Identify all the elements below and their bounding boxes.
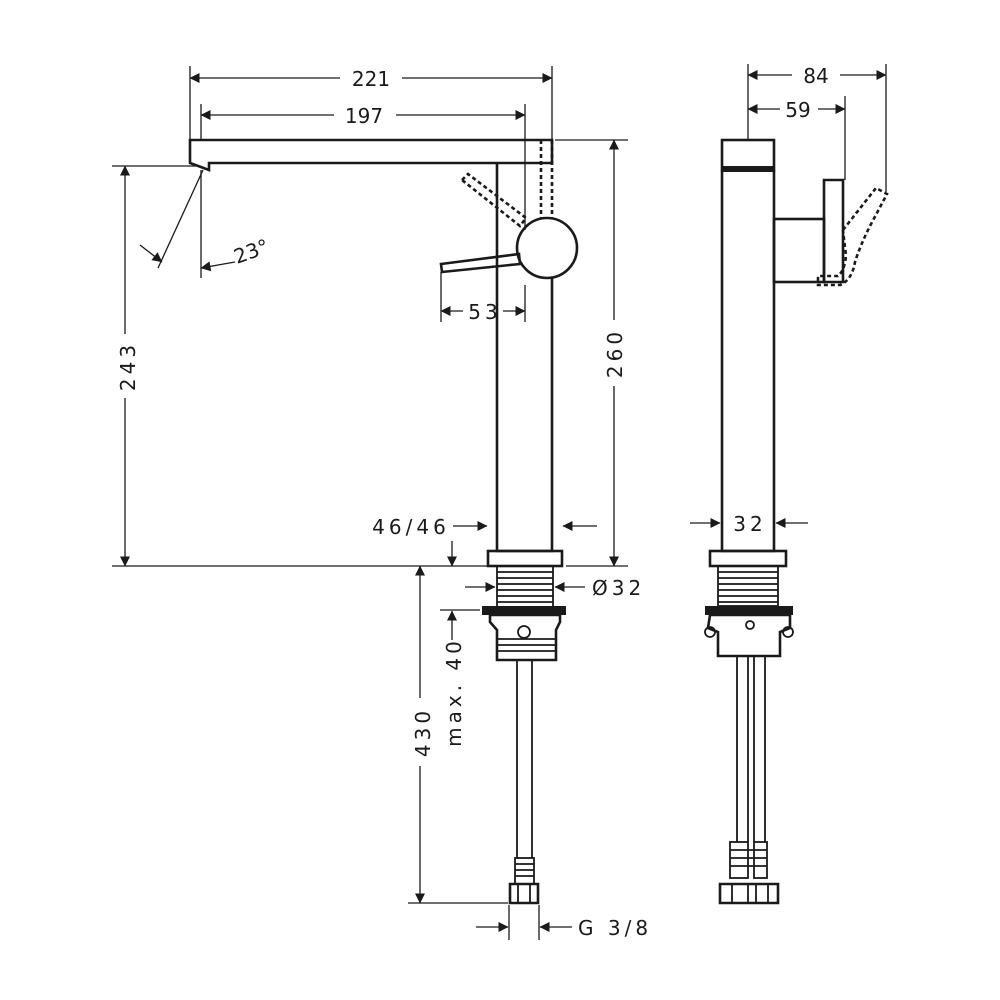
hose-crimp	[514, 857, 535, 885]
thread-lines	[497, 571, 556, 652]
dim-thread-32: Ø32	[592, 576, 645, 600]
side-hoses	[736, 656, 766, 842]
lever	[439, 252, 522, 274]
dim-260: 260	[603, 328, 627, 378]
mounting-plate	[482, 606, 566, 615]
base-flange	[486, 549, 564, 568]
lever-alt-position	[460, 172, 528, 228]
front-view	[188, 138, 579, 905]
side-base-flange	[708, 549, 788, 568]
side-view	[704, 138, 889, 905]
side-handle	[822, 178, 845, 284]
dim-g-3-8: G 3/8	[578, 916, 652, 940]
side-mounting-plate	[705, 606, 793, 615]
dim-430: 430	[411, 707, 435, 757]
side-top-cap	[720, 138, 776, 172]
handle-knob	[515, 216, 579, 280]
dim-243: 243	[116, 341, 140, 391]
dim-84: 84	[803, 64, 828, 88]
connector-nut	[508, 882, 540, 905]
side-lever-alt	[816, 186, 889, 287]
outlet-dashed	[539, 140, 554, 218]
mounting-nut	[488, 613, 562, 662]
dim-46-46: 46/46	[372, 515, 450, 539]
dim-53: 53	[468, 300, 501, 324]
dim-angle-23: 23°	[231, 234, 273, 269]
side-mounting-nut	[706, 613, 792, 658]
dim-221: 221	[352, 67, 390, 91]
dim-197: 197	[345, 104, 383, 128]
side-connectors	[718, 882, 780, 905]
supply-hose	[516, 660, 533, 858]
dim-max-40: max. 40	[442, 637, 466, 747]
side-dimensions: 84 59 32	[690, 64, 887, 536]
front-dimensions: 221 197 23° 243 260 53 46/46	[112, 66, 652, 940]
dim-32: 32	[733, 512, 766, 536]
dim-59: 59	[785, 98, 810, 122]
side-handle-stem	[772, 217, 826, 284]
side-body	[720, 170, 776, 553]
nut-screw	[517, 625, 531, 639]
